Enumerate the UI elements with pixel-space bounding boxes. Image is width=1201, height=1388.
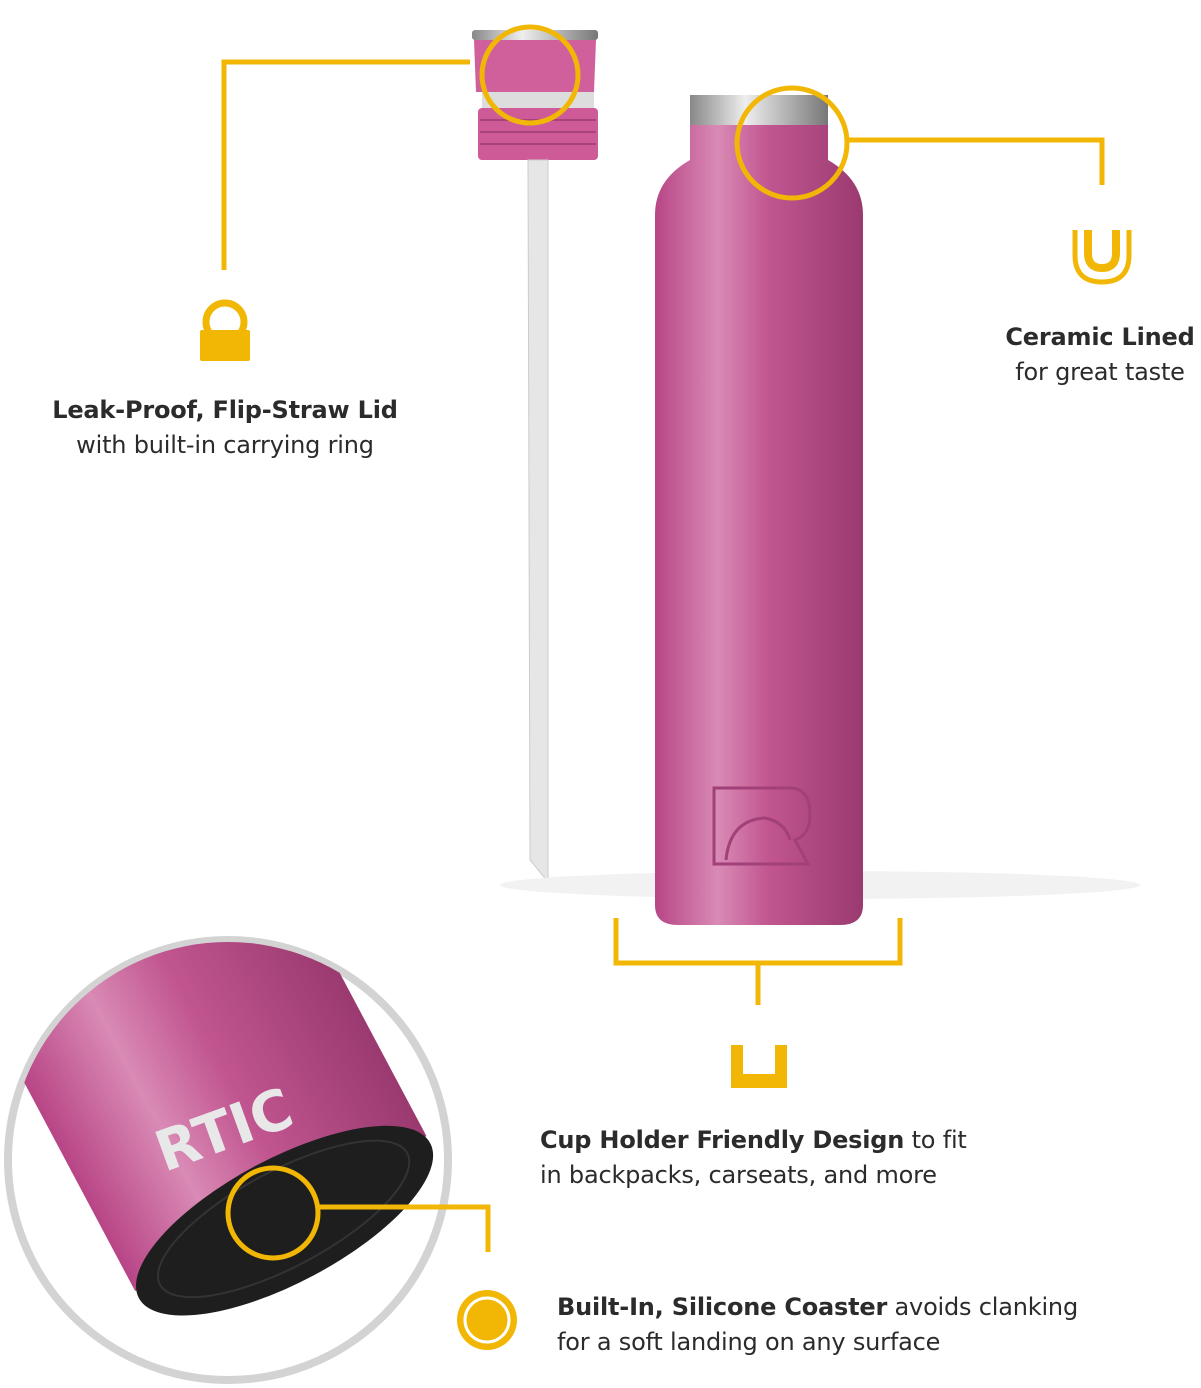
coaster-subtitle: for a soft landing on any surface <box>557 1328 941 1356</box>
ceramic-callout <box>734 85 1105 201</box>
lid-title: Leak-Proof, Flip-Straw Lid <box>52 396 398 424</box>
coaster-feature-text: Built-In, Silicone Coaster avoids clanki… <box>557 1290 1078 1360</box>
ceramic-feature-text: Ceramic Lined for great taste <box>995 320 1201 390</box>
cup-icon <box>731 1045 787 1088</box>
cup-holder-bracket <box>613 918 903 1005</box>
ceramic-subtitle: for great taste <box>1015 358 1185 386</box>
bottle <box>500 95 1140 925</box>
cup-holder-subtitle: in backpacks, carseats, and more <box>540 1161 937 1189</box>
lid-subtitle: with built-in carrying ring <box>76 431 374 459</box>
cup-holder-feature-text: Cup Holder Friendly Design to fit in bac… <box>540 1123 967 1193</box>
coaster-dot-icon <box>457 1290 517 1350</box>
cup-holder-title-suffix: to fit <box>904 1126 967 1154</box>
lining-u-icon <box>1072 230 1132 285</box>
lid-callout <box>221 24 598 884</box>
carry-ring-icon <box>200 299 250 361</box>
coaster-title-suffix: avoids clanking <box>887 1293 1079 1321</box>
brand-emboss-icon <box>712 786 812 866</box>
cup-holder-title: Cup Holder Friendly Design <box>540 1126 905 1154</box>
coaster-detail: RTIC <box>4 936 491 1384</box>
lid-feature-text: Leak-Proof, Flip-Straw Lid with built-in… <box>25 393 425 463</box>
ceramic-title: Ceramic Lined <box>1005 323 1195 351</box>
coaster-title: Built-In, Silicone Coaster <box>557 1293 888 1321</box>
